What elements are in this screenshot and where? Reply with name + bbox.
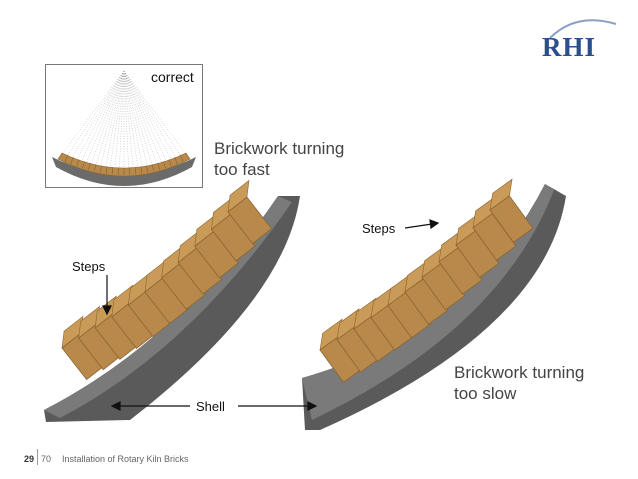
brick [111,284,156,349]
steps-right-label: Steps [362,221,396,236]
shell-right-arrowhead [307,401,318,411]
rhi-logo: RHI [536,14,620,62]
steps-left-label: Steps [72,259,106,274]
footer-divider [37,449,38,465]
brick [387,273,432,339]
shell-label: Shell [196,399,225,414]
correct-inset: correct [45,64,203,188]
slow-label-line1: Brickwork turning [454,363,585,382]
steps-left-arrowhead [102,305,112,316]
right-brick-row [319,178,534,383]
slow-label-line2: too slow [454,384,517,403]
page-total: 70 [41,454,52,464]
logo-text: RHI [542,32,597,62]
brick [227,179,273,245]
brick [489,178,534,243]
steps-right-arrowhead [429,219,440,230]
fast-label-line2: too fast [214,160,270,179]
shell-left-arrowhead [110,401,121,411]
footer-title: Installation of Rotary Kiln Bricks [62,454,189,464]
logo-arc-icon [549,19,617,39]
steps-right-arrow [404,223,433,229]
correct-label: correct [151,69,194,85]
fast-label-line1: Brickwork turning [214,139,345,158]
left-brick-row [61,179,273,381]
correct-brickwork-diagram [52,70,196,186]
brick [438,230,483,295]
page-number: 29 [24,454,35,464]
